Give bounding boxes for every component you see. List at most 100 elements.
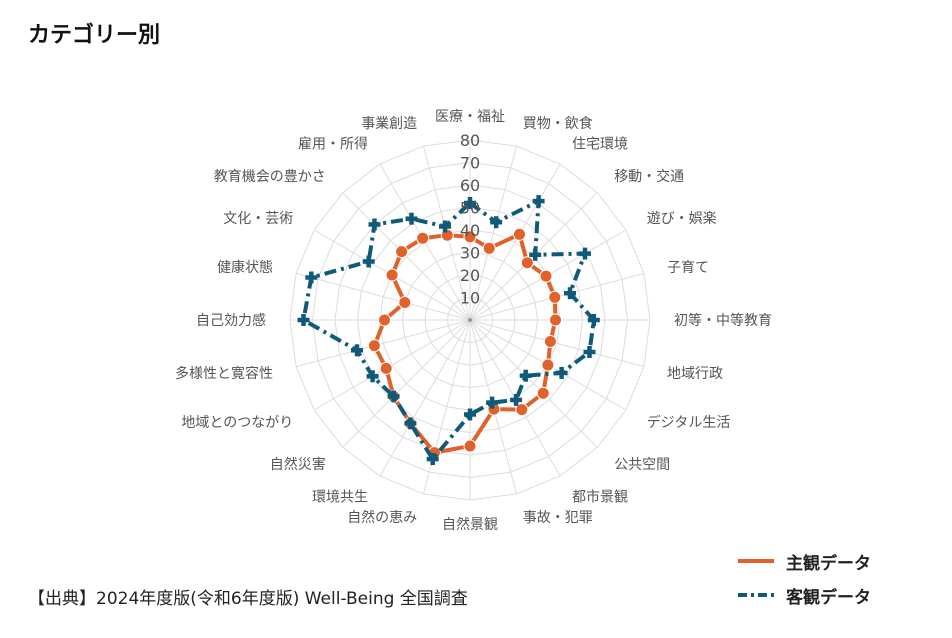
- data-point-1-21: [368, 218, 381, 231]
- category-label: 事故・犯罪: [523, 510, 593, 526]
- tick-label: 20: [460, 266, 480, 285]
- data-point-1-11: [486, 396, 499, 409]
- tick-label: 30: [460, 244, 480, 263]
- category-label: 地域行政: [667, 366, 723, 382]
- grid-spoke: [469, 319, 645, 368]
- tick-label: 70: [460, 154, 480, 173]
- data-point-1-9: [519, 369, 532, 382]
- data-point-0-1: [482, 241, 496, 255]
- data-point-1-13: [426, 453, 439, 466]
- data-point-0-4: [539, 269, 553, 283]
- category-label: 公共空間: [614, 457, 670, 473]
- category-label: 医療・福祉: [435, 108, 505, 125]
- category-label: 遊び・娯楽: [647, 211, 717, 227]
- category-label: 教育機会の豊かさ: [214, 169, 326, 185]
- data-point-1-8: [555, 366, 568, 379]
- radar-series: [297, 195, 600, 466]
- source-note: 【出典】2024年度版(令和6年度版) Well-Being 全国調査: [28, 589, 468, 609]
- category-label: 都市景観: [572, 489, 628, 506]
- data-point-1-19: [305, 271, 318, 284]
- radar-center: [468, 318, 472, 322]
- legend-swatch-objective: [738, 593, 774, 597]
- data-point-1-1: [490, 216, 503, 229]
- category-label: 雇用・所得: [298, 135, 368, 152]
- data-point-1-14: [404, 417, 417, 430]
- tick-label: 50: [460, 199, 480, 218]
- category-label: 自然の恵み: [347, 509, 417, 526]
- data-point-0-0: [463, 230, 477, 244]
- data-point-0-8: [541, 358, 555, 372]
- category-label: 自己効力感: [196, 312, 266, 329]
- data-point-0-7: [543, 335, 557, 348]
- data-point-0-19: [398, 296, 412, 309]
- tick-label: 40: [460, 221, 480, 240]
- data-point-0-9: [536, 386, 550, 400]
- category-label: 多様性と寛容性: [175, 365, 273, 382]
- legend-label-subjective: 主観データ: [786, 553, 871, 574]
- category-label: 初等・中等教育: [674, 312, 772, 329]
- legend-label-objective: 客観データ: [786, 587, 871, 608]
- data-point-1-16: [366, 370, 379, 383]
- category-label: 健康状態: [217, 259, 273, 276]
- data-point-1-17: [351, 344, 363, 357]
- legend-item-subjective: 主観データ: [736, 544, 871, 578]
- data-point-1-22: [405, 212, 418, 225]
- grid-spoke: [379, 319, 471, 477]
- grid-spoke: [295, 272, 471, 321]
- grid-spoke: [469, 163, 561, 321]
- chart-title: カテゴリー別: [28, 23, 161, 48]
- data-point-0-2: [513, 227, 526, 241]
- data-point-1-6: [587, 314, 600, 326]
- data-point-1-0: [464, 197, 476, 209]
- data-point-0-16: [379, 361, 393, 375]
- data-point-0-17: [367, 339, 381, 353]
- grid-spoke: [469, 319, 598, 448]
- radar-chart: 10 20 30 40 50 60 70 80 医療・福祉 買物・飲食住宅環境移動・交通遊び・娯楽…: [175, 108, 772, 533]
- category-label: 買物・飲食: [523, 115, 593, 132]
- data-point-1-20: [362, 255, 375, 268]
- data-point-1-18: [297, 314, 310, 326]
- data-point-1-7: [583, 346, 596, 358]
- data-point-1-4: [579, 247, 591, 260]
- data-point-0-20: [385, 268, 399, 282]
- data-point-0-18: [378, 313, 391, 327]
- data-point-1-12: [464, 408, 476, 421]
- radar-grid: [289, 139, 651, 501]
- category-label: デジタル生活: [647, 414, 731, 431]
- grid-spoke: [422, 319, 471, 495]
- legend-item-objective: 客観データ: [736, 578, 871, 612]
- data-point-1-10: [510, 393, 523, 406]
- tick-label: 80: [460, 131, 480, 150]
- data-point-1-23: [439, 220, 451, 233]
- category-label: 地域とのつながり: [181, 415, 293, 431]
- data-point-1-15: [387, 390, 400, 403]
- category-label: 住宅環境: [572, 136, 628, 152]
- category-label: 自然景観: [442, 516, 498, 533]
- grid-spoke: [342, 319, 471, 448]
- data-point-0-5: [548, 290, 562, 304]
- data-point-0-10: [515, 403, 529, 417]
- category-label: 文化・芸術: [223, 211, 293, 227]
- chart-legend: 主観データ 客観データ: [736, 544, 871, 612]
- data-point-0-12: [463, 439, 477, 453]
- data-point-1-2: [532, 195, 545, 208]
- grid-spoke: [313, 319, 471, 411]
- legend-swatch-subjective: [738, 559, 774, 563]
- category-label: 環境共生: [312, 490, 368, 506]
- data-point-0-6: [549, 313, 562, 327]
- data-point-0-21: [395, 245, 409, 259]
- data-point-0-22: [416, 231, 430, 245]
- grid-spoke: [469, 145, 518, 321]
- category-label: 自然災害: [270, 456, 326, 473]
- grid-spoke: [342, 192, 471, 321]
- grid-spoke: [295, 319, 471, 368]
- tick-label: 10: [460, 289, 480, 308]
- data-point-1-5: [564, 287, 576, 300]
- tick-label: 60: [460, 176, 480, 195]
- radar-labels: 10 20 30 40 50 60 70 80 医療・福祉 買物・飲食住宅環境移動・交通遊び・娯楽…: [175, 108, 772, 533]
- data-point-0-3: [520, 256, 534, 270]
- category-label: 事業創造: [361, 116, 417, 132]
- category-label: 子育て: [667, 260, 709, 276]
- data-point-1-3: [529, 248, 542, 261]
- category-label: 移動・交通: [614, 168, 684, 185]
